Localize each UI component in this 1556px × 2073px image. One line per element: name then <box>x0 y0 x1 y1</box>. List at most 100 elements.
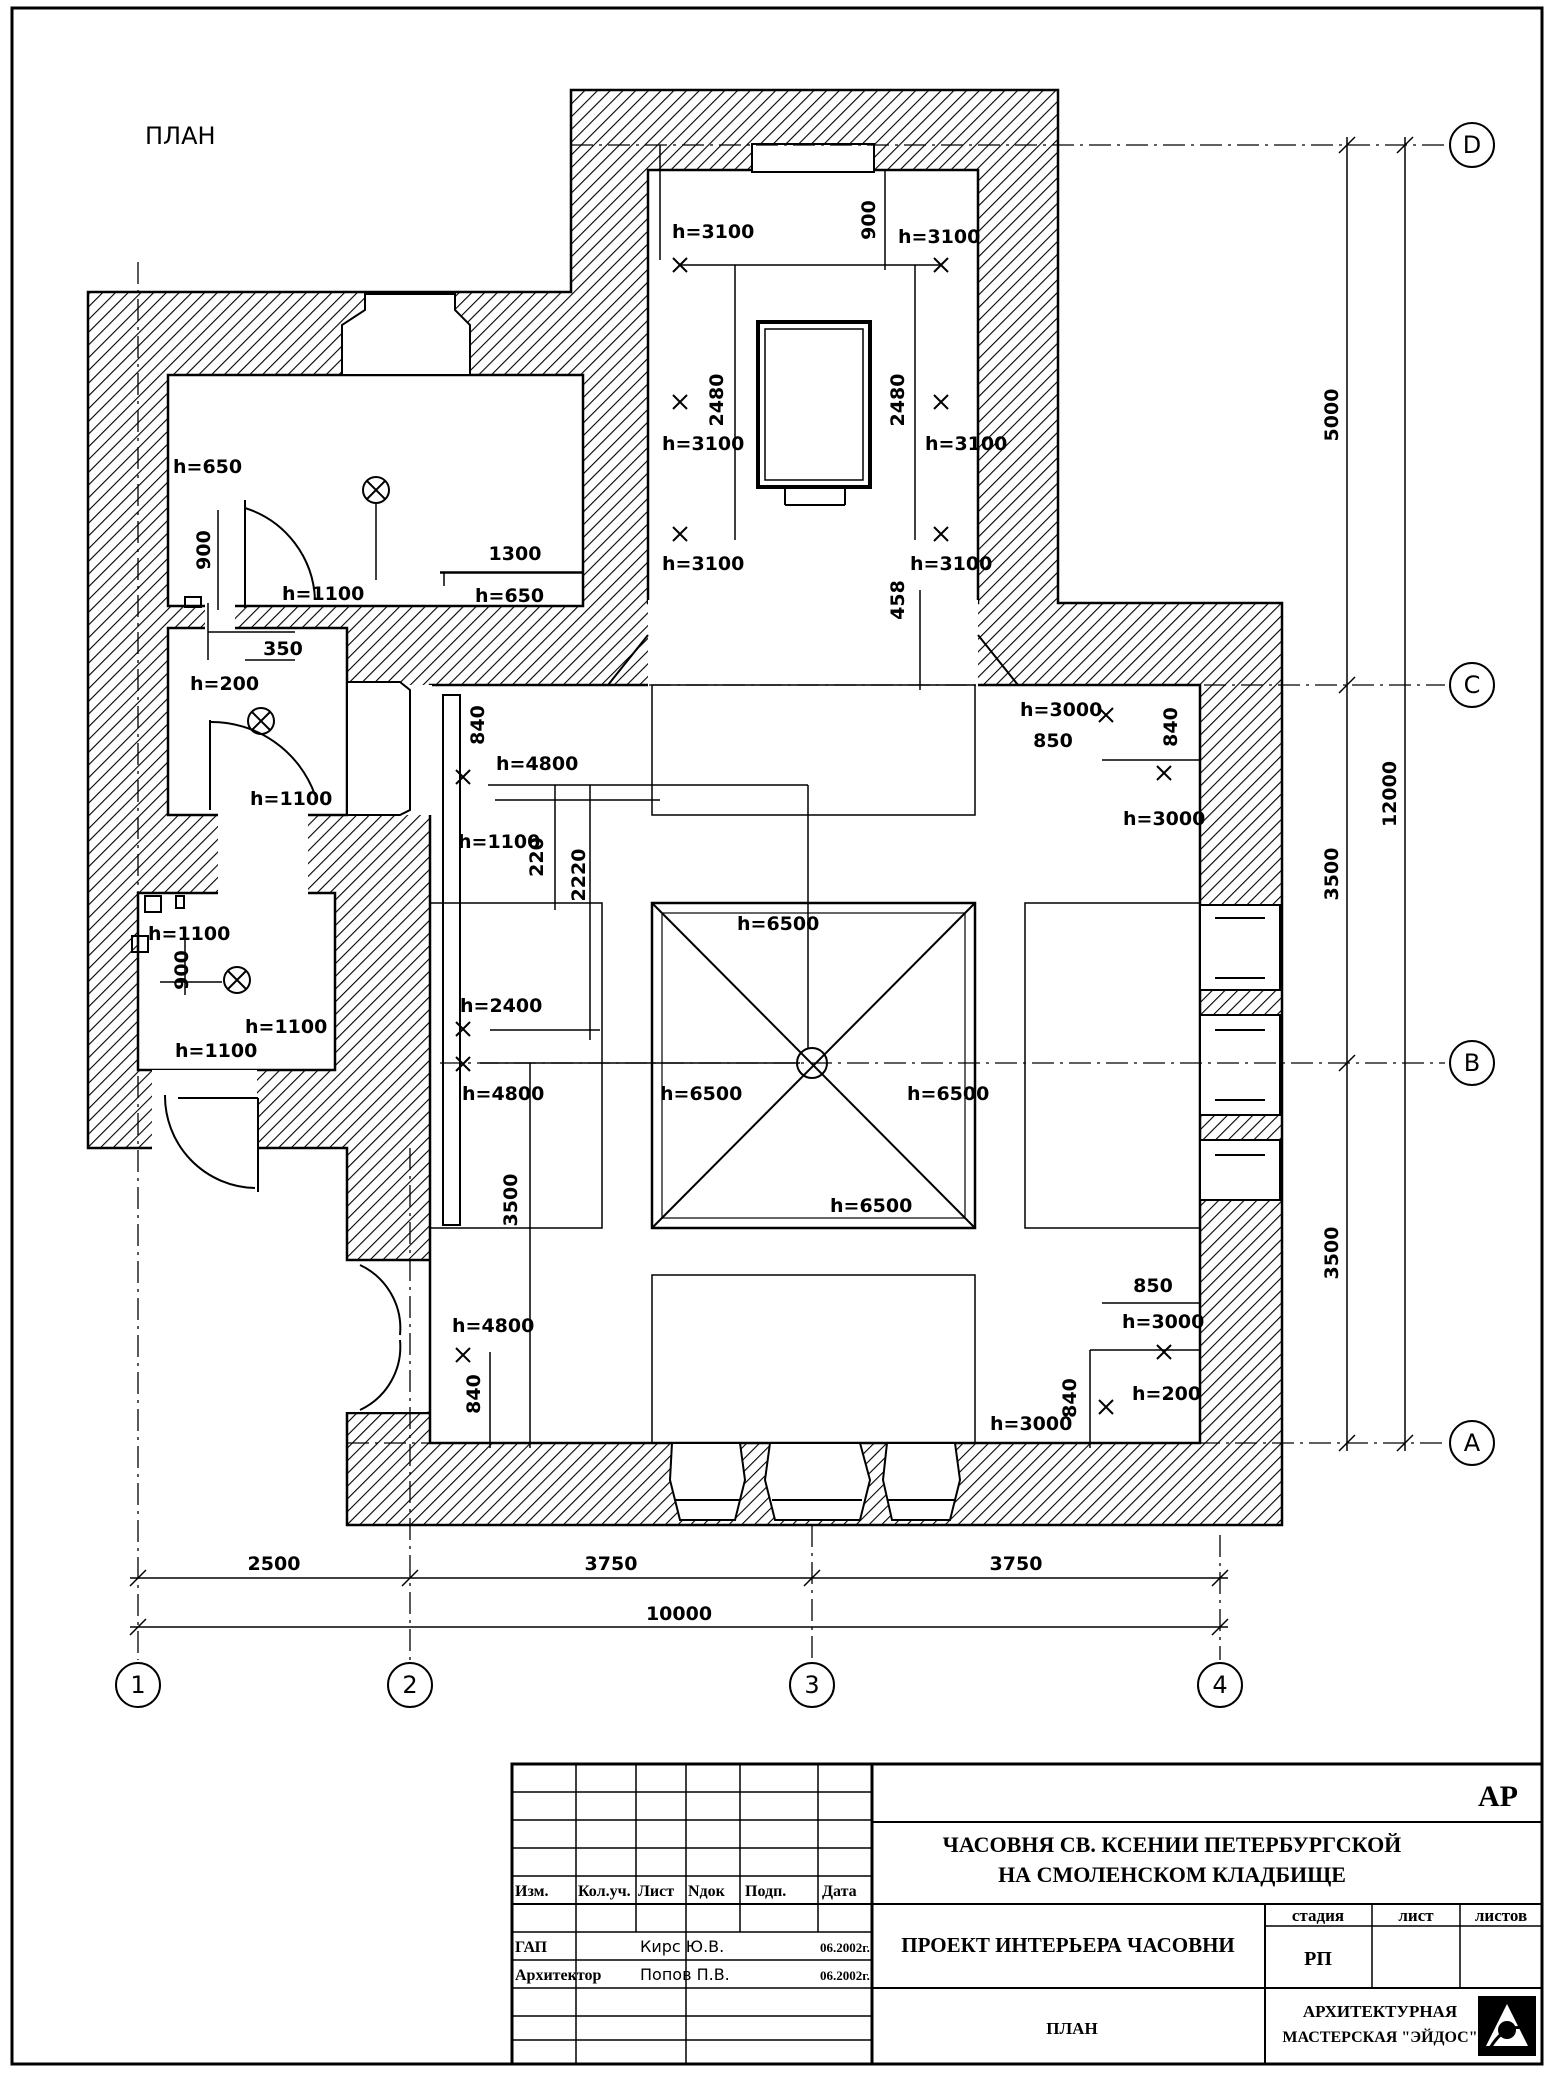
name-architect: Попов П.В. <box>640 1965 730 1984</box>
project-title-line2: НА СМОЛЕНСКОМ КЛАДБИЩЕ <box>998 1862 1346 1887</box>
height-label: h=1100 <box>282 583 364 605</box>
date-architect: 06.2002г. <box>820 1968 870 1983</box>
height-labels: h=3100 h=3100 h=3100 h=3100 h=3100 h=310… <box>148 221 1205 1435</box>
dim-840-sw: 840 <box>463 1374 485 1414</box>
stage-header: стадия <box>1292 1906 1344 1925</box>
height-label: h=650 <box>475 585 544 607</box>
col-header: Кол.уч. <box>578 1883 631 1900</box>
height-label: h=3100 <box>672 221 754 243</box>
dim-2480-left: 2480 <box>706 374 728 427</box>
height-label: h=4800 <box>452 1315 534 1337</box>
height-label: h=1100 <box>458 831 540 853</box>
dim-right-3: 5000 <box>1321 389 1343 442</box>
height-label: h=6500 <box>660 1083 742 1105</box>
project-title-line1: ЧАСОВНЯ СВ. КСЕНИИ ПЕТЕРБУРГСКОЙ <box>943 1832 1402 1857</box>
height-label: h=6500 <box>830 1195 912 1217</box>
svg-text:D: D <box>1463 131 1481 159</box>
dim-2220: 2220 <box>568 849 590 902</box>
window-top-apse <box>751 143 875 173</box>
date-gap: 06.2002г. <box>820 1940 870 1955</box>
window-vestibule <box>346 681 411 816</box>
door-opening-sw <box>152 1070 257 1150</box>
height-label: h=1100 <box>148 923 230 945</box>
axis-bubble-b <box>1449 1040 1495 1086</box>
walls <box>86 88 1284 1527</box>
height-label: h=3000 <box>1020 699 1102 721</box>
dim-3500-interior: 3500 <box>500 1174 522 1227</box>
height-label: h=1100 <box>175 1040 257 1062</box>
axis-bubbles: 1 2 3 4 D C B A <box>115 122 1495 1708</box>
svg-text:B: B <box>1464 1049 1480 1077</box>
height-label: h=3100 <box>925 433 1007 455</box>
role-architect: Архитектор <box>515 1967 602 1984</box>
axis-bubble-a <box>1449 1420 1495 1466</box>
plan-title: ПЛАН <box>145 122 216 150</box>
height-label: h=3100 <box>910 553 992 575</box>
height-label: h=1100 <box>245 1016 327 1038</box>
svg-text:C: C <box>1464 671 1481 699</box>
svg-text:A: A <box>1464 1429 1481 1457</box>
opening-mid-room <box>218 812 308 897</box>
height-label: h=200 <box>1132 1383 1201 1405</box>
dim-900-apse: 900 <box>858 200 880 240</box>
firm-line2: МАСТЕРСКАЯ "ЭЙДОС" <box>1282 2027 1477 2046</box>
sheets-header: листов <box>1475 1906 1527 1925</box>
height-label: h=6500 <box>907 1083 989 1105</box>
firm-line1: АРХИТЕКТУРНАЯ <box>1303 2002 1457 2021</box>
role-gap: ГАП <box>515 1939 548 1956</box>
dim-bottom-1: 2500 <box>248 1553 301 1575</box>
title-block <box>510 1762 1544 2066</box>
col-header: Подп. <box>745 1883 786 1900</box>
drawing-name: ПРОЕКТ ИНТЕРЬЕРА ЧАСОВНИ <box>901 1933 1235 1957</box>
axis-bubble-c <box>1449 662 1495 708</box>
name-gap: Кирс Ю.В. <box>640 1937 724 1956</box>
interior-features <box>131 320 1201 1444</box>
height-label: h=200 <box>190 673 259 695</box>
sheet-header: лист <box>1398 1906 1434 1925</box>
axis-bubble-3 <box>789 1662 835 1708</box>
height-label: h=3100 <box>662 553 744 575</box>
col-header: Лист <box>638 1883 674 1900</box>
dim-bottom-3: 3750 <box>990 1553 1043 1575</box>
sheet-code: АР <box>1478 1780 1518 1813</box>
dim-840-se: 840 <box>1059 1378 1081 1418</box>
height-label: h=3100 <box>898 226 980 248</box>
svg-text:1: 1 <box>130 1671 145 1699</box>
height-label: h=3000 <box>990 1413 1072 1435</box>
dim-850-se: 850 <box>1133 1275 1173 1297</box>
axis-bubble-d <box>1449 122 1495 168</box>
dim-350: 350 <box>263 638 303 660</box>
dim-right-2: 3500 <box>1321 848 1343 901</box>
dim-bottom-total: 10000 <box>646 1603 712 1625</box>
windows-east <box>1199 904 1281 1201</box>
height-label: h=1100 <box>250 788 332 810</box>
axis-bubble-1 <box>115 1662 161 1708</box>
dimension-lines <box>129 136 1414 1636</box>
height-label: h=3000 <box>1123 808 1205 830</box>
col-header: Nдок <box>688 1883 726 1900</box>
opening-upper-room <box>205 602 235 632</box>
doors <box>163 500 402 1411</box>
wiring-lines <box>160 145 1200 1448</box>
dim-900-mid-room: 900 <box>171 950 193 990</box>
col-header: Дата <box>822 1883 857 1900</box>
svg-text:3: 3 <box>804 1671 819 1699</box>
axis-bubble-2 <box>387 1662 433 1708</box>
dim-220: 220 <box>526 837 548 877</box>
height-label: h=6500 <box>737 913 819 935</box>
dim-2480-right: 2480 <box>887 374 909 427</box>
height-label: h=4800 <box>496 753 578 775</box>
windows-south <box>668 1442 962 1521</box>
col-header: Изм. <box>515 1883 549 1900</box>
height-label: h=3100 <box>662 433 744 455</box>
height-label: h=4800 <box>462 1083 544 1105</box>
window-top-room <box>341 293 471 376</box>
height-label: h=3000 <box>1122 1311 1204 1333</box>
dim-840-nw: 840 <box>467 705 489 745</box>
dim-right-1: 3500 <box>1321 1227 1343 1280</box>
dim-840-ne: 840 <box>1160 707 1182 747</box>
height-label: h=650 <box>173 456 242 478</box>
dim-850-ne: 850 <box>1033 730 1073 752</box>
dim-900-upper-room: 900 <box>193 530 215 570</box>
